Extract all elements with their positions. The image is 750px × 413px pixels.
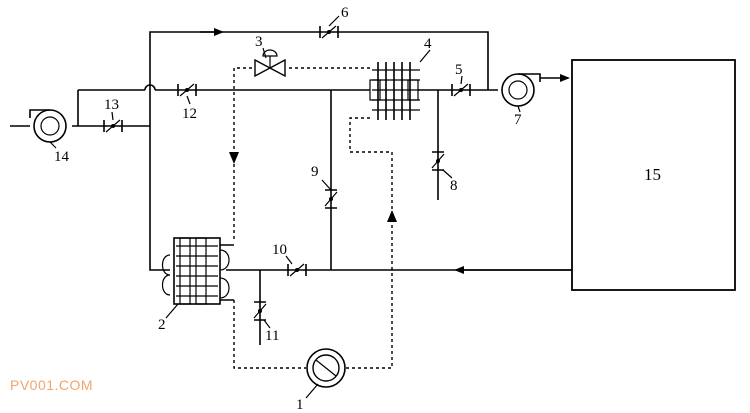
fan-7	[501, 73, 541, 107]
tank-15	[571, 59, 736, 291]
label-9: 9	[311, 164, 319, 180]
compressor-1	[306, 348, 346, 388]
label-2: 2	[158, 317, 166, 333]
valve-9	[324, 189, 338, 209]
valve-6	[319, 25, 339, 39]
valve-12	[177, 83, 197, 97]
fan-14	[29, 109, 67, 143]
valve-5	[451, 83, 471, 97]
watermark: PV001.COM	[10, 377, 94, 393]
valve-10	[287, 263, 307, 277]
pipe-network	[10, 28, 572, 345]
valve-8	[431, 151, 445, 171]
label-3: 3	[255, 34, 263, 50]
valve-13	[103, 119, 123, 133]
label-1: 1	[296, 397, 304, 413]
label-13: 13	[104, 97, 119, 113]
heat-exchanger-2	[161, 237, 234, 305]
label-8: 8	[450, 178, 458, 194]
label-12: 12	[182, 106, 197, 122]
label-4: 4	[424, 36, 432, 52]
refrigerant-circuit	[229, 67, 397, 369]
label-11: 11	[265, 328, 279, 344]
label-10: 10	[272, 242, 287, 258]
label-6: 6	[341, 5, 349, 21]
label-5: 5	[455, 62, 463, 78]
leader-lines	[49, 15, 521, 399]
label-15: 15	[644, 165, 661, 184]
expansion-valve-3	[254, 49, 286, 78]
component-labels: 1 2 3 4 5 6 7 8 9 10 11 12 13 14 15	[54, 5, 661, 413]
label-14: 14	[54, 149, 70, 165]
heat-exchanger-4	[369, 62, 420, 120]
label-7: 7	[514, 112, 522, 128]
